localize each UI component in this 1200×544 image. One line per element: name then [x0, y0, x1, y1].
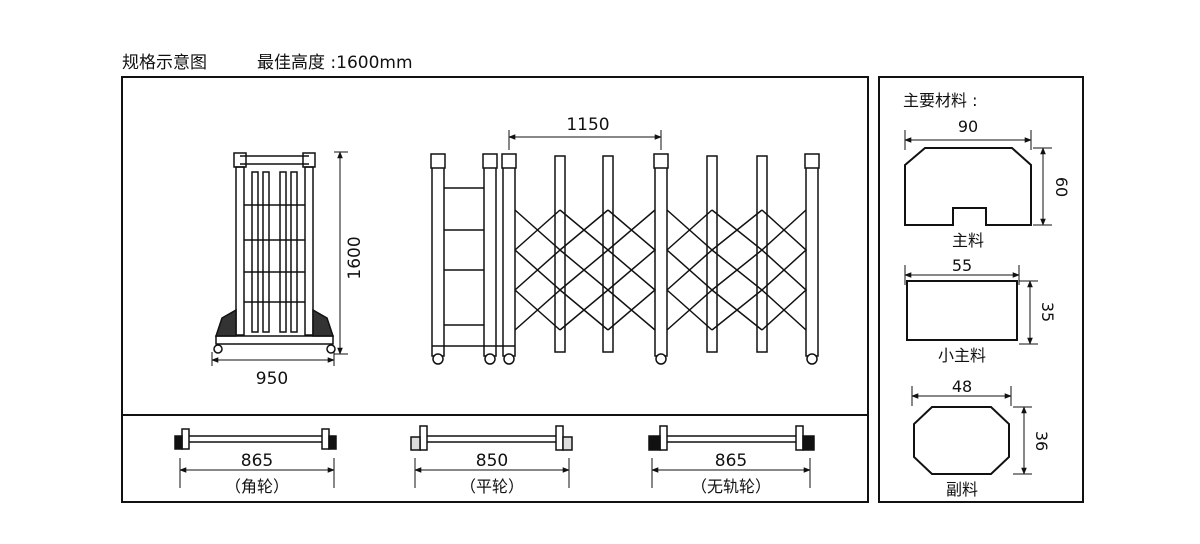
secondary-profile-height: 36 [1032, 431, 1051, 451]
main-profile-height: 60 [1052, 177, 1071, 197]
secondary-profile-width: 48 [952, 377, 972, 396]
wheel-corner-caption: （角轮） [225, 477, 289, 496]
side-view-drawing [430, 153, 820, 365]
main-profile-shape [904, 147, 1032, 226]
small-main-profile-shape [906, 280, 1018, 341]
front-height-label: 1600 [345, 236, 365, 279]
front-width-label: 950 [256, 369, 288, 389]
secondary-profile-label: 副料 [946, 480, 978, 499]
side-span-label: 1150 [566, 115, 609, 135]
small-main-profile-height: 35 [1038, 302, 1057, 322]
wheel-trackless-caption: （无轨轮） [691, 477, 771, 496]
trackless-wheel-drawing [648, 425, 815, 451]
materials-panel [878, 76, 1084, 503]
corner-wheel-drawing [174, 428, 337, 450]
wheel-flat-caption: （平轮） [460, 477, 524, 496]
secondary-profile-shape [913, 406, 1010, 475]
wheel-trackless-dimension: 865 [715, 451, 747, 471]
front-view-drawing [213, 152, 336, 354]
wheel-flat-dimension: 850 [476, 451, 508, 471]
diagram-title: 规格示意图 [122, 53, 207, 73]
main-profile-label: 主料 [952, 231, 984, 250]
materials-heading: 主要材料 : [903, 91, 977, 110]
flat-wheel-drawing [410, 425, 573, 451]
main-profile-width: 90 [958, 117, 978, 136]
wheel-corner-dimension: 865 [241, 451, 273, 471]
small-main-profile-width: 55 [952, 256, 972, 275]
wheel-types-panel [121, 414, 869, 503]
best-height-label: 最佳高度 :1600mm [257, 53, 413, 73]
small-main-profile-label: 小主料 [938, 346, 986, 365]
